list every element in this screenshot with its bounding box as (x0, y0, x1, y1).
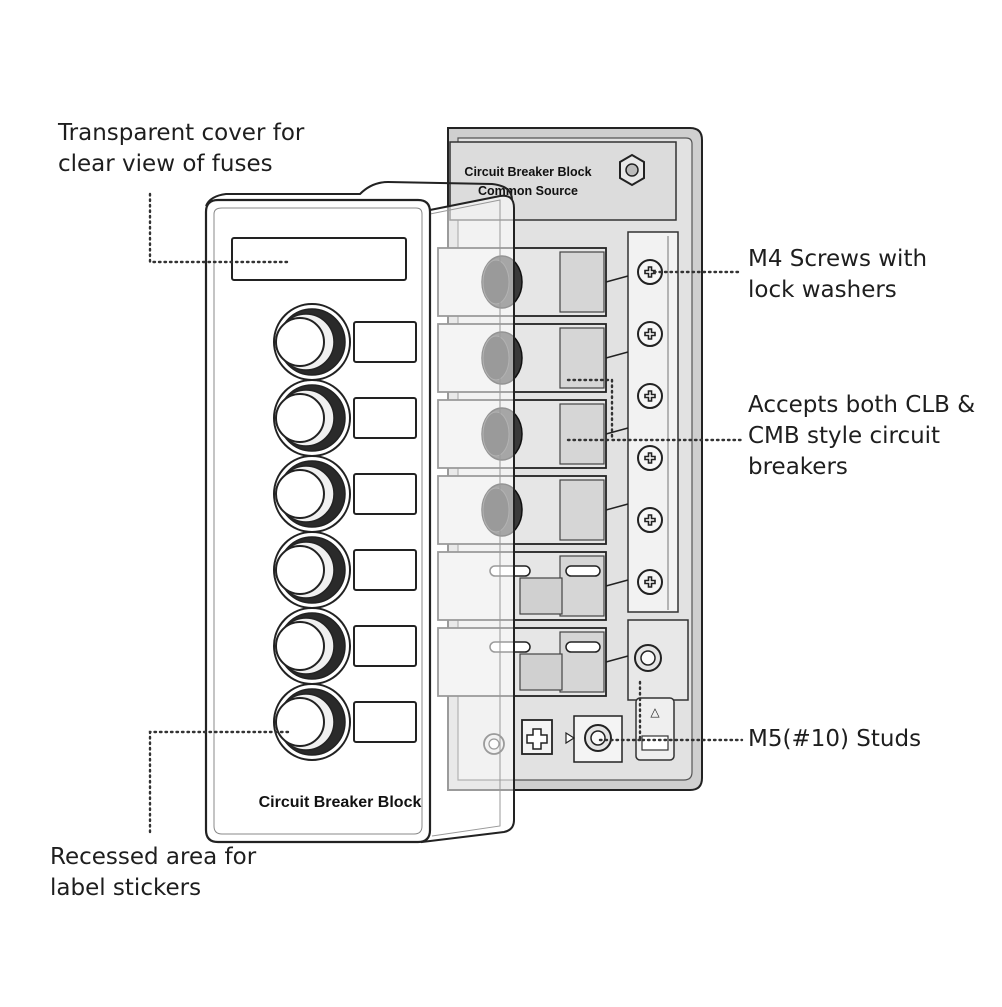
cover-label: Circuit Breaker Block (259, 794, 422, 811)
callout-recessed-line1: Recessed area for (50, 844, 257, 870)
terminal-screw-icon (637, 569, 663, 595)
callout-breakers-line2: CMB style circuit (748, 423, 941, 449)
cover-breaker-button (273, 303, 417, 381)
cover-breaker-button (273, 379, 417, 457)
callout-studs-line1: M5(#10) Studs (748, 726, 922, 752)
cover-breaker-button (273, 607, 417, 685)
label-recess (353, 549, 417, 591)
leader-recessed (148, 730, 292, 834)
cover-side-panel (418, 194, 515, 844)
callout-accepts-breakers: Accepts both CLB & CMB style circuit bre… (748, 390, 975, 483)
stud-lower-icon (565, 715, 623, 763)
cover-breaker-button (273, 455, 417, 533)
terminal-screw-icon (637, 507, 663, 533)
callout-cover-line2: clear view of fuses (58, 151, 273, 177)
callout-transparent-cover: Transparent cover for clear view of fuse… (58, 118, 304, 180)
callout-breakers-line3: breakers (748, 454, 848, 480)
terminal-screw-icon (637, 383, 663, 409)
cover-breaker-button (273, 531, 417, 609)
callout-cover-line1: Transparent cover for (58, 120, 305, 146)
base-label-line2: Common Source (478, 184, 578, 198)
callout-screws-line2: lock washers (748, 277, 897, 303)
label-recess (353, 321, 417, 363)
terminal-screw-icon (637, 445, 663, 471)
cover-top-label-recess (231, 237, 407, 281)
leader-lines (148, 192, 744, 834)
cover-breaker-button (273, 683, 417, 761)
label-recess (353, 701, 417, 743)
callout-recessed-line2: label stickers (50, 875, 202, 901)
label-recess (353, 397, 417, 439)
leader-cover (148, 192, 292, 264)
transparent-cover: Circuit Breaker Block (204, 180, 515, 844)
callout-m4-screws: M4 Screws with lock washers (748, 244, 927, 306)
callout-screws-line1: M4 Screws with (748, 246, 928, 272)
terminal-screw-icon (637, 321, 663, 347)
label-recess (353, 473, 417, 515)
mount-nut-icon (619, 153, 645, 187)
terminal-screws (637, 259, 663, 595)
callout-recessed-area: Recessed area for label stickers (50, 842, 256, 904)
leader-studs (598, 680, 744, 742)
callout-breakers-line1: Accepts both CLB & (748, 392, 976, 418)
leader-breakers (566, 378, 744, 442)
base-label-line1: Circuit Breaker Block (464, 165, 591, 179)
svg-text:△: △ (650, 705, 660, 719)
callout-m5-studs: M5(#10) Studs (748, 724, 921, 755)
terminal-bus-strip (627, 231, 679, 613)
label-recess (353, 625, 417, 667)
cover-breaker-buttons (273, 303, 417, 761)
stud-upper-icon (634, 644, 662, 672)
